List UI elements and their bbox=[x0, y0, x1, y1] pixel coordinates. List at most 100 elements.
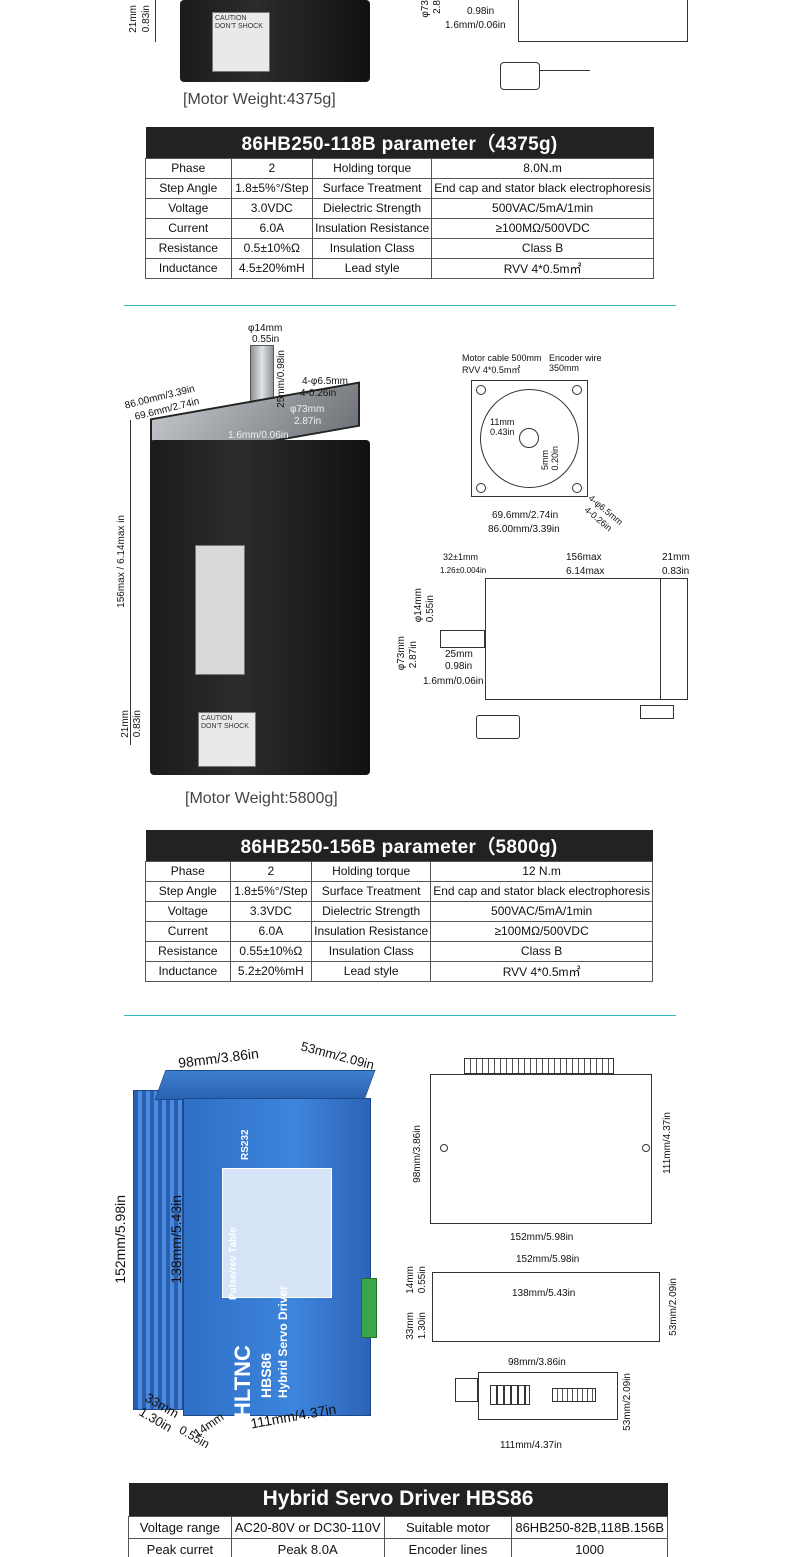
table-row: Step Angle 1.8±5%°/Step Surface Treatmen… bbox=[145, 177, 654, 199]
section-divider bbox=[124, 1015, 676, 1016]
dim-shaft-diameter-in: 0.55in bbox=[252, 334, 280, 345]
end-pins bbox=[490, 1385, 530, 1405]
dim-s3-in: 0.83in bbox=[662, 566, 690, 577]
section-divider bbox=[124, 305, 676, 306]
front-outline bbox=[471, 380, 588, 497]
mount-hole bbox=[572, 385, 582, 395]
dim-top-width: 111mm/4.37in bbox=[662, 1112, 673, 1174]
top-outline bbox=[430, 1074, 652, 1224]
front-shaft-circle bbox=[519, 428, 539, 448]
motor-body bbox=[180, 0, 370, 82]
dim-line bbox=[155, 0, 156, 42]
dim-098in: 0.98in bbox=[467, 6, 495, 17]
pulse-table-tag: Pulse/rev Table bbox=[228, 1227, 239, 1300]
mount-hole bbox=[476, 483, 486, 493]
dim-s2: 156max bbox=[566, 552, 602, 563]
motor-weight-156b: [Motor Weight:5800g] bbox=[185, 790, 338, 807]
dim-holes: 4-φ6.5mm bbox=[302, 376, 348, 387]
dim-driver-inner-height: 138mm/5.43in bbox=[168, 1195, 184, 1284]
dim-driver-top-depth: 53mm/2.09in bbox=[299, 1038, 376, 1073]
dim-083in: 0.83in bbox=[141, 5, 152, 33]
dim-boss-height: 1.6mm/0.06in bbox=[228, 430, 289, 441]
caution-label: CAUTION DON'T SHOCK bbox=[198, 712, 256, 767]
top-terminals bbox=[464, 1058, 614, 1074]
dim-driver-top-width: 98mm/3.86in bbox=[177, 1045, 260, 1071]
driver-param-table: Hybrid Servo Driver HBS86 Voltage range … bbox=[128, 1483, 668, 1557]
dim-holes-in: 4-0.26in bbox=[300, 388, 337, 399]
dim-boss-in: 2.87in bbox=[294, 416, 322, 427]
motor-weight-118b: [Motor Weight:4375g] bbox=[183, 91, 336, 108]
param-table-156b: 86HB250-156B parameter（5800g) Phase 2 Ho… bbox=[145, 830, 653, 982]
param-table-title: 86HB250-118B parameter（4375g) bbox=[145, 127, 654, 158]
driver-heatsink bbox=[133, 1090, 183, 1410]
dim-s1-in: 1.26±0.004in bbox=[440, 566, 487, 575]
side-shaft bbox=[440, 630, 485, 648]
dim-phi73: φ73 bbox=[420, 0, 431, 18]
dim-bd: φ73mm bbox=[396, 636, 407, 671]
table-row: Voltage range AC20-80V or DC30-110V Suit… bbox=[128, 1515, 668, 1539]
dim-end: 21mm bbox=[120, 710, 131, 738]
front-circle bbox=[480, 389, 579, 488]
dim-s2-in: 6.14max bbox=[566, 566, 605, 577]
caution-label: CAUTION DON'T SHOCK bbox=[212, 12, 270, 72]
motor-side-outline bbox=[518, 0, 688, 42]
dim-bd-in: 2.87in bbox=[408, 641, 419, 669]
cable-line bbox=[540, 70, 590, 71]
driver-table-title: Hybrid Servo Driver HBS86 bbox=[128, 1483, 668, 1516]
dim-shaft-diameter: φ14mm bbox=[248, 323, 283, 334]
table-row: Resistance 0.55±10%Ω Insulation Class Cl… bbox=[145, 940, 653, 962]
dim-28: 2.8 bbox=[432, 0, 443, 14]
dim-s3: 21mm bbox=[662, 552, 690, 563]
dim-driver-height: 152mm/5.98in bbox=[112, 1195, 128, 1284]
dim-kl-in: 0.98in bbox=[445, 661, 473, 672]
dim-end-width: 98mm/3.86in bbox=[508, 1357, 566, 1368]
dim-side-a-in: 0.55in bbox=[417, 1266, 428, 1294]
dim-key-height-in: 0.20in bbox=[550, 446, 560, 471]
rs232-label: RS232 bbox=[240, 1129, 251, 1160]
dim-shaft-length: 25mm/0.98in bbox=[276, 350, 287, 408]
end-dip-switch bbox=[552, 1388, 596, 1402]
dim-key-width: 11mm bbox=[490, 417, 515, 427]
param-table-118b: 86HB250-118B parameter（4375g) Phase 2 Ho… bbox=[145, 127, 654, 279]
dim-cable: Motor cable 500mm bbox=[462, 353, 542, 363]
table-row: Peak curret Peak 8.0A Encoder lines 1000 bbox=[128, 1537, 668, 1557]
table-row: Current 6.0A Insulation Resistance ≥100M… bbox=[145, 217, 654, 239]
motor-body bbox=[150, 440, 370, 775]
connector-outline bbox=[500, 62, 540, 90]
dim-end-height: 53mm/2.09in bbox=[622, 1373, 633, 1431]
table-row: Voltage 3.3VDC Dielectric Strength 500VA… bbox=[145, 900, 653, 922]
side-endcap-line bbox=[660, 578, 661, 700]
param-table-title: 86HB250-156B parameter（5800g) bbox=[145, 830, 653, 861]
dim-boss: φ73mm bbox=[290, 404, 325, 415]
end-outline bbox=[478, 1372, 618, 1420]
dim-top-length: 152mm/5.98in bbox=[510, 1232, 574, 1243]
dim-key-width-in: 0.43in bbox=[490, 427, 515, 437]
driver-top bbox=[154, 1070, 376, 1100]
dim-16mm: 1.6mm/0.06in bbox=[445, 20, 506, 31]
driver-terminal bbox=[361, 1278, 377, 1338]
dim-kl: 25mm bbox=[445, 649, 473, 660]
dim-body-length: 156max / 6.14max in bbox=[116, 515, 127, 608]
dim-side-inner: 138mm/5.43in bbox=[512, 1288, 576, 1299]
mount-hole bbox=[572, 483, 582, 493]
table-row: Resistance 0.5±10%Ω Insulation Class Cla… bbox=[145, 237, 654, 259]
table-row: Phase 2 Holding torque 12 N.m bbox=[145, 860, 653, 882]
dim-side-b: 33mm bbox=[405, 1312, 416, 1340]
table-row: Voltage 3.0VDC Dielectric Strength 500VA… bbox=[145, 197, 654, 219]
connector-outline bbox=[476, 715, 520, 739]
side-outline bbox=[432, 1272, 660, 1342]
dim-fl: 1.6mm/0.06in bbox=[423, 676, 484, 687]
driver-brand: HLTNC bbox=[230, 1345, 255, 1418]
driver-model: HBS86 bbox=[258, 1352, 274, 1398]
table-row: Inductance 4.5±20%mH Lead style RVV 4*0.… bbox=[145, 257, 654, 279]
dim-side-a: 14mm bbox=[405, 1266, 416, 1294]
dim-width-1: 69.6mm/2.74in bbox=[492, 510, 559, 521]
side-outline bbox=[485, 578, 688, 700]
table-row: Current 6.0A Insulation Resistance ≥100M… bbox=[145, 920, 653, 942]
table-row: Inductance 5.2±20%mH Lead style RVV 4*0.… bbox=[145, 960, 653, 982]
dim-width-2: 86.00mm/3.39in bbox=[488, 524, 560, 535]
dim-side-b-in: 1.30in bbox=[417, 1312, 428, 1340]
end-connector bbox=[455, 1378, 478, 1402]
dim-21mm: 21mm bbox=[128, 5, 139, 33]
encoder-plug bbox=[640, 705, 674, 719]
